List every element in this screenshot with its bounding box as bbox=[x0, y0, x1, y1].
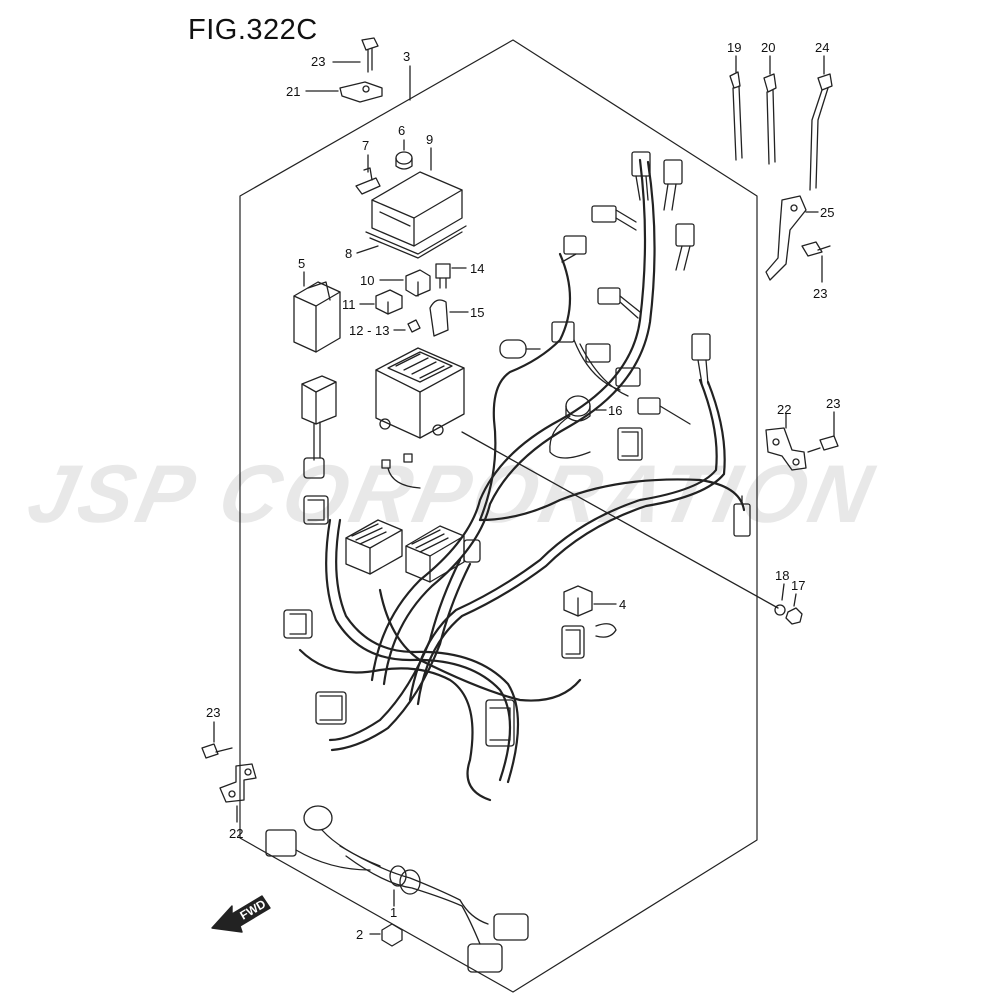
callout-25: 25 bbox=[820, 205, 834, 220]
connector-upper-d-part bbox=[675, 223, 695, 271]
nut-2-part bbox=[381, 923, 403, 947]
bracket-22-left-part bbox=[219, 763, 257, 803]
coupler-large-a-part bbox=[345, 519, 403, 575]
callout-3: 3 bbox=[403, 49, 410, 64]
callout-10: 10 bbox=[360, 273, 374, 288]
sub-harness-1-part bbox=[265, 805, 529, 973]
tie-20-part bbox=[763, 73, 777, 165]
callout-23-top: 23 bbox=[311, 54, 325, 69]
connector-right-b-part bbox=[637, 397, 691, 425]
connector-upper-c-part bbox=[591, 205, 637, 231]
relay-10-part bbox=[405, 269, 431, 297]
small-terminals-part bbox=[381, 453, 421, 489]
junction-block-part bbox=[375, 347, 465, 439]
callout-18: 18 bbox=[775, 568, 789, 583]
bracket-25-part bbox=[765, 195, 807, 281]
bolt-23-top-part bbox=[361, 37, 379, 73]
bracket-21-part bbox=[339, 81, 383, 103]
connector-left-a-part bbox=[303, 495, 329, 525]
callout-1: 1 bbox=[390, 905, 397, 920]
callout-17: 17 bbox=[791, 578, 805, 593]
callout-22-right: 22 bbox=[777, 402, 791, 417]
connector-lower-c-part bbox=[561, 625, 585, 659]
callout-14: 14 bbox=[470, 261, 484, 276]
callout-7: 7 bbox=[362, 138, 369, 153]
callout-2: 2 bbox=[356, 927, 363, 942]
nut-17-part bbox=[785, 607, 803, 625]
callout-15: 15 bbox=[470, 305, 484, 320]
relay-11-part bbox=[375, 289, 403, 315]
main-harness-part bbox=[298, 158, 746, 802]
bolt-23-right-part bbox=[801, 241, 831, 257]
connector-far-right-part bbox=[733, 495, 751, 537]
bolt-23-right-mid-part bbox=[807, 435, 839, 453]
callout-20: 20 bbox=[761, 40, 775, 55]
gasket-8-part bbox=[365, 225, 467, 259]
connector-left-c-part bbox=[283, 609, 313, 639]
coupler-large-b-part bbox=[405, 525, 465, 583]
grommet-6-part bbox=[395, 151, 413, 170]
relay-lower-part bbox=[301, 375, 337, 479]
connector-upper-e-part bbox=[561, 235, 587, 263]
bracket-22-right-part bbox=[765, 427, 807, 471]
relay-4-part bbox=[563, 585, 617, 638]
washer-18-part bbox=[774, 604, 786, 616]
callout-22-left: 22 bbox=[229, 826, 243, 841]
callout-9: 9 bbox=[426, 132, 433, 147]
callout-5: 5 bbox=[298, 256, 305, 271]
callout-23-right-mid: 23 bbox=[826, 396, 840, 411]
clip-7-part bbox=[355, 167, 381, 195]
connector-upper-b-part bbox=[663, 159, 683, 211]
tie-19-part bbox=[729, 71, 743, 161]
connector-left-b-part bbox=[463, 539, 481, 563]
connector-lower-a-part bbox=[315, 691, 347, 725]
fuse-12-13-part bbox=[407, 319, 421, 333]
relay-box-5-part bbox=[293, 281, 341, 353]
connector-mid-cluster-part bbox=[551, 321, 641, 397]
callout-23-left: 23 bbox=[206, 705, 220, 720]
callout-19: 19 bbox=[727, 40, 741, 55]
assembly-frame bbox=[239, 39, 758, 993]
callout-11: 11 bbox=[342, 297, 356, 312]
fuse-box-cover-9-part bbox=[371, 171, 463, 247]
resistor-16-part bbox=[549, 395, 591, 459]
fuse-puller-15-part bbox=[429, 299, 449, 337]
connector-upper-f-part bbox=[597, 287, 641, 319]
callout-12-13: 12 - 13 bbox=[349, 323, 389, 338]
callout-23-right: 23 bbox=[813, 286, 827, 301]
callout-6: 6 bbox=[398, 123, 405, 138]
sensor-plug-part bbox=[499, 339, 541, 359]
connector-upper-a-part bbox=[631, 151, 651, 201]
callout-16: 16 bbox=[608, 403, 622, 418]
callout-4: 4 bbox=[619, 597, 626, 612]
callout-21: 21 bbox=[286, 84, 300, 99]
connector-right-a-part bbox=[691, 333, 711, 385]
connector-right-c-part bbox=[617, 427, 643, 461]
fwd-arrow-icon bbox=[211, 895, 271, 933]
callout-8: 8 bbox=[345, 246, 352, 261]
tie-24-part bbox=[809, 73, 833, 191]
figure-title: FIG.322C bbox=[188, 14, 318, 46]
fuse-14-part bbox=[435, 263, 451, 289]
bolt-23-left-part bbox=[201, 743, 233, 759]
callout-24: 24 bbox=[815, 40, 829, 55]
connector-lower-b-part bbox=[485, 699, 515, 747]
